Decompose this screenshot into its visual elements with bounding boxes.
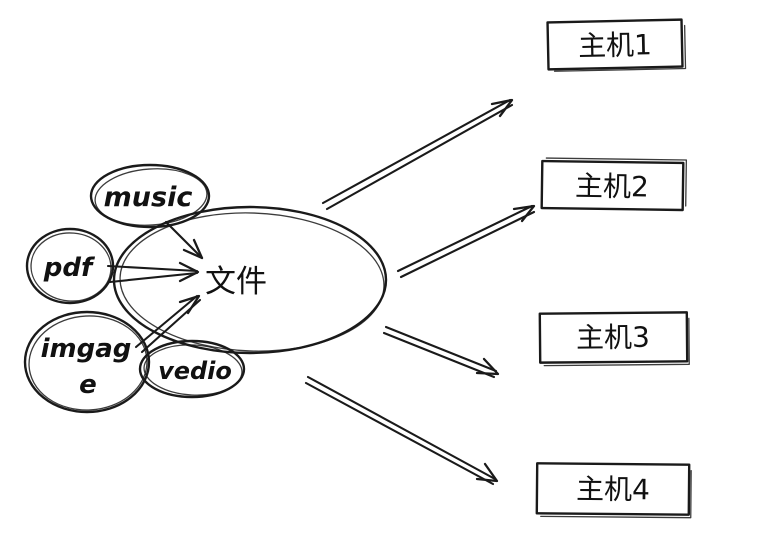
vedio-ellipse: [138, 339, 246, 399]
arrow-pdf-line-2: [108, 271, 199, 284]
image-label-line2: e: [79, 370, 97, 400]
image-label-line1: imgag: [41, 334, 132, 364]
node-image: imgag e: [23, 310, 151, 414]
arrow-host2-line-2: [399, 210, 536, 279]
node-vedio: vedio: [138, 339, 246, 399]
arrow-image-to-file: [134, 294, 202, 354]
arrow-file-to-host-1: [321, 98, 514, 211]
music-ellipse-sketch: [94, 168, 208, 226]
host1-label: 主机1: [578, 28, 653, 63]
arrow-image-line-1: [134, 294, 199, 349]
host4-box-sketch: [540, 470, 692, 519]
host2-label: 主机2: [575, 169, 649, 203]
arrow-file-to-host-2: [396, 204, 536, 279]
node-file: 文件: [112, 205, 388, 355]
host1-box-sketch: [553, 24, 687, 72]
node-pdf: pdf: [25, 227, 115, 305]
arrow-pdf-head: [178, 261, 200, 283]
pdf-label: pdf: [43, 253, 96, 283]
vedio-label: vedio: [158, 357, 232, 385]
image-ellipse: [23, 310, 151, 414]
node-host-4: 主机4: [535, 462, 692, 519]
arrow-file-to-host-4: [304, 375, 499, 486]
arrow-host3-line-1: [384, 325, 498, 373]
host4-box: [535, 462, 691, 516]
node-music: music: [89, 163, 211, 229]
arrow-host2-line-1: [396, 204, 534, 273]
node-host-1: 主机1: [546, 18, 687, 72]
arrow-host1-line-2: [325, 103, 514, 211]
host2-box: [540, 159, 685, 212]
host3-box-sketch: [543, 317, 690, 367]
arrow-host4-line-1: [306, 375, 497, 481]
arrow-image-head: [178, 294, 201, 315]
node-host-2: 主机2: [540, 157, 688, 212]
arrow-music-line: [164, 220, 204, 260]
host2-box-sketch: [545, 157, 688, 207]
arrow-host4-head: [475, 462, 499, 483]
arrow-pdf-to-file: [106, 261, 200, 284]
arrow-pdf-line-1: [106, 264, 199, 273]
arrow-host3-head: [475, 357, 500, 376]
host1-box: [546, 18, 684, 71]
host3-box: [538, 311, 689, 364]
arrow-host2-head: [512, 204, 536, 223]
arrow-host1-head: [490, 98, 514, 118]
music-label: music: [104, 182, 193, 213]
file-label: 文件: [205, 264, 267, 300]
arrow-file-to-host-3: [382, 325, 500, 379]
file-ellipse: [112, 205, 388, 355]
vedio-ellipse-sketch: [143, 344, 243, 396]
arrow-music-to-file: [164, 220, 204, 260]
host3-label: 主机3: [576, 321, 650, 355]
pdf-ellipse-sketch: [30, 232, 112, 302]
host4-label: 主机4: [576, 473, 650, 507]
arrow-host4-line-2: [304, 381, 495, 486]
arrow-host1-line-1: [321, 98, 512, 205]
node-host-3: 主机3: [538, 311, 690, 367]
arrow-host3-line-2: [382, 331, 496, 379]
music-ellipse: [89, 163, 211, 229]
arrow-music-head: [182, 238, 204, 260]
file-ellipse-sketch: [119, 212, 385, 352]
